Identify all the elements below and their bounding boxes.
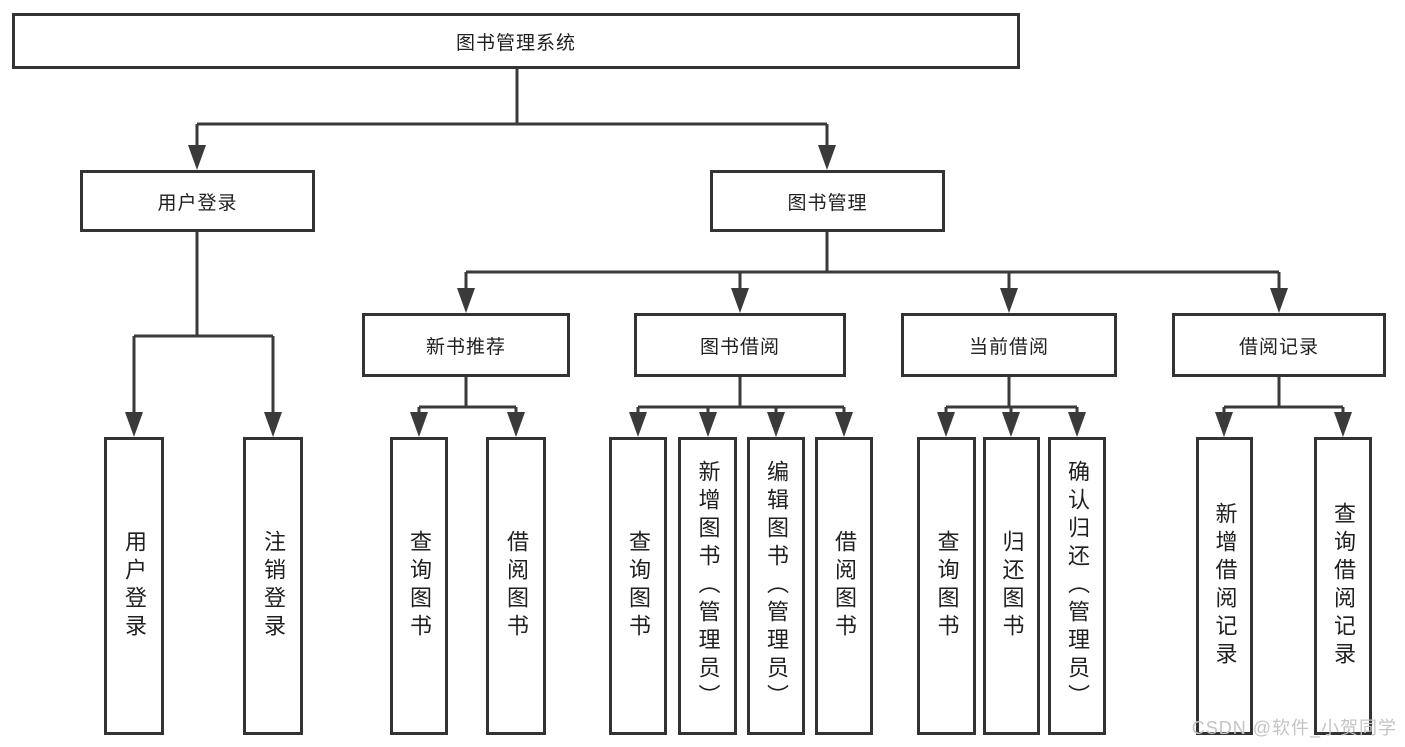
leaf-edit-books-admin: 编辑图书（管理员）: [747, 437, 805, 735]
node-borrow-record: 借阅记录: [1172, 313, 1386, 377]
leaf-label: 新增图书（管理员）: [695, 460, 721, 712]
leaf-label: 用户登录: [122, 530, 147, 642]
leaf-query-borrow-record: 查询借阅记录: [1314, 437, 1372, 735]
leaf-borrow-books-1: 借阅图书: [486, 437, 546, 735]
leaf-label: 借阅图书: [504, 530, 529, 642]
leaf-logout: 注销登录: [243, 437, 303, 735]
csdn-watermark: CSDN @软件_小贺同学: [1191, 718, 1397, 738]
leaf-query-books-3: 查询图书: [917, 437, 976, 735]
leaf-label: 归还图书: [999, 530, 1025, 642]
leaf-label: 编辑图书（管理员）: [764, 460, 789, 712]
arrowheads: [125, 145, 1352, 437]
node-book-borrow: 图书借阅: [634, 313, 846, 377]
node-current-borrow: 当前借阅: [901, 313, 1117, 377]
leaf-label: 查询图书: [626, 530, 651, 642]
leaf-confirm-return-admin: 确认归还（管理员）: [1048, 437, 1106, 735]
leaf-label: 查询图书: [407, 530, 432, 642]
node-user-login-branch: 用户登录: [80, 170, 315, 232]
leaf-label: 确认归还（管理员）: [1065, 460, 1090, 712]
node-label: 新书推荐: [425, 336, 506, 358]
leaf-borrow-books-2: 借阅图书: [815, 437, 873, 735]
node-book-management-branch: 图书管理: [710, 170, 945, 232]
leaf-label: 查询图书: [934, 530, 960, 642]
node-label: 图书借阅: [699, 336, 780, 358]
leaf-add-books-admin: 新增图书（管理员）: [678, 437, 737, 735]
leaf-return-books: 归还图书: [983, 437, 1040, 735]
node-root: 图书管理系统: [12, 13, 1020, 69]
leaf-query-books-2: 查询图书: [609, 437, 667, 735]
node-label: 用户登录: [157, 192, 238, 214]
node-label: 当前借阅: [968, 336, 1049, 358]
node-label: 借阅记录: [1238, 336, 1319, 358]
leaf-user-login: 用户登录: [104, 437, 164, 735]
node-root-label: 图书管理系统: [455, 32, 576, 54]
leaf-label: 新增借阅记录: [1212, 502, 1238, 670]
node-new-book-recommend: 新书推荐: [362, 313, 570, 377]
leaf-label: 注销登录: [261, 530, 286, 642]
leaf-label: 查询借阅记录: [1331, 502, 1356, 670]
leaf-query-books-1: 查询图书: [390, 437, 448, 735]
leaf-label: 借阅图书: [832, 530, 857, 642]
node-label: 图书管理: [787, 192, 868, 214]
leaf-add-borrow-record: 新增借阅记录: [1196, 437, 1253, 735]
